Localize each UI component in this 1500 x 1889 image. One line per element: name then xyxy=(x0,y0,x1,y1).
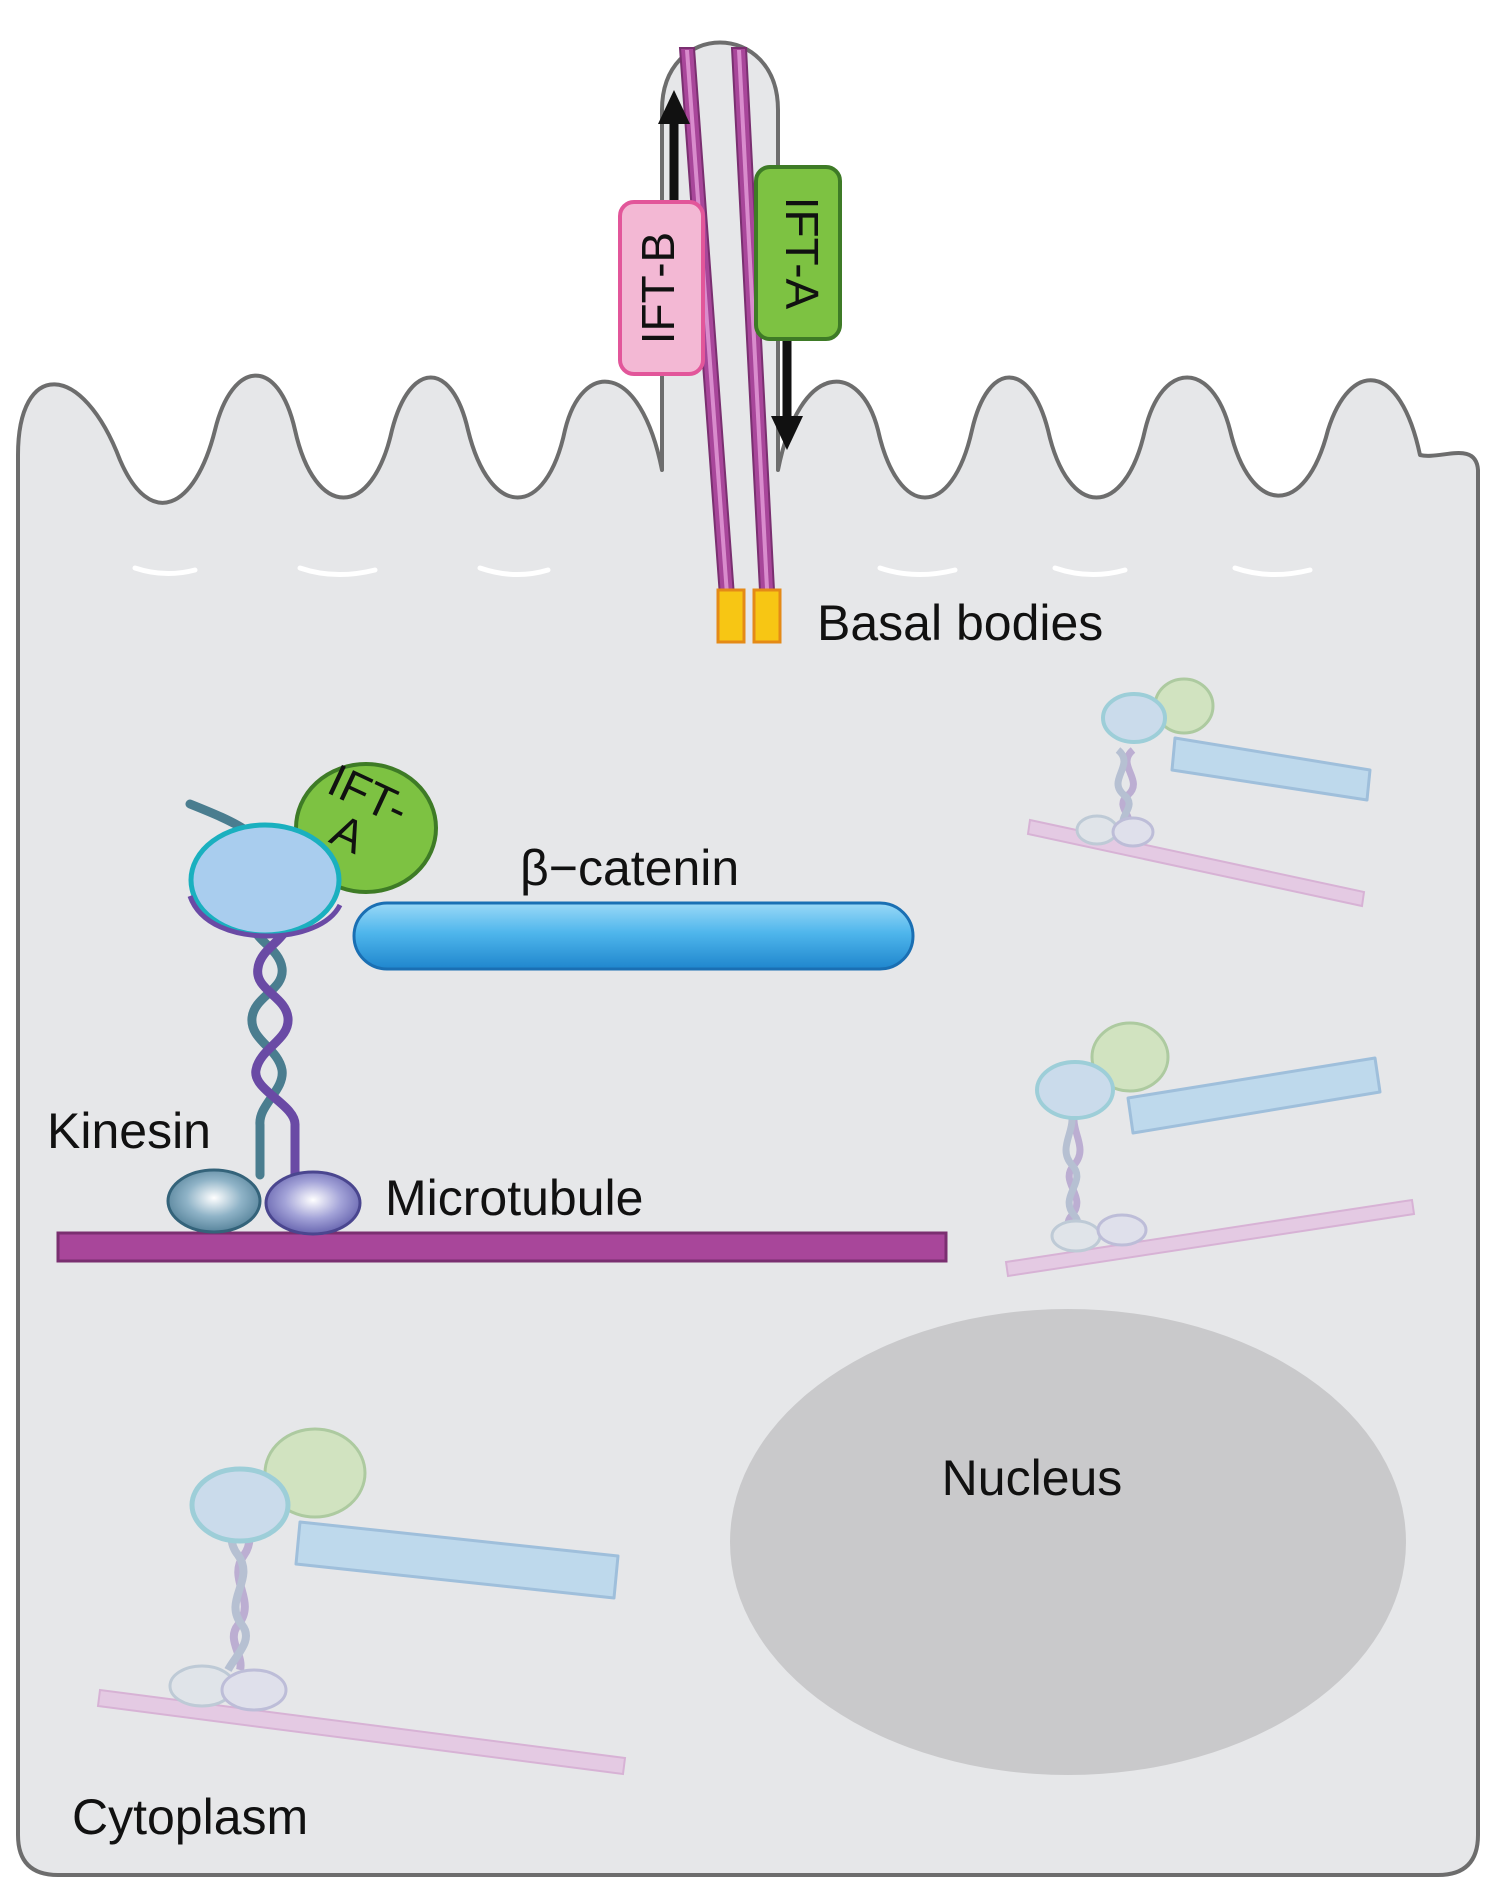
basal-bodies xyxy=(716,588,782,644)
microtubule-label: Microtubule xyxy=(385,1170,643,1226)
microtubule xyxy=(56,1231,948,1263)
faded-complex-bottom-left xyxy=(96,1427,627,1776)
kinesin-head-right xyxy=(264,1170,362,1236)
retrograde-arrow xyxy=(771,340,803,450)
beta-catenin xyxy=(352,901,915,971)
ift-a-label: IFT-A xyxy=(776,197,828,310)
ift-b-label: IFT-B xyxy=(632,232,684,344)
kinesin-head-rim xyxy=(187,895,343,939)
anterograde-arrow xyxy=(658,90,690,205)
ift-a-particle xyxy=(754,165,842,341)
nucleus xyxy=(730,1309,1406,1775)
ift-b-particle xyxy=(618,200,705,376)
kinesin-cargo-head xyxy=(188,822,342,938)
membrane-highlights xyxy=(132,565,1313,578)
faded-complex-top-right xyxy=(1026,677,1372,908)
kinesin-label: Kinesin xyxy=(47,1103,211,1159)
nucleus-label: Nucleus xyxy=(942,1450,1123,1506)
faded-complex-middle-right xyxy=(1004,1021,1416,1278)
cytoplasm-label: Cytoplasm xyxy=(72,1789,308,1845)
basal-bodies-label: Basal bodies xyxy=(817,595,1103,651)
beta-catenin-label: β−catenin xyxy=(520,840,739,896)
kinesin-head-left xyxy=(166,1168,262,1234)
